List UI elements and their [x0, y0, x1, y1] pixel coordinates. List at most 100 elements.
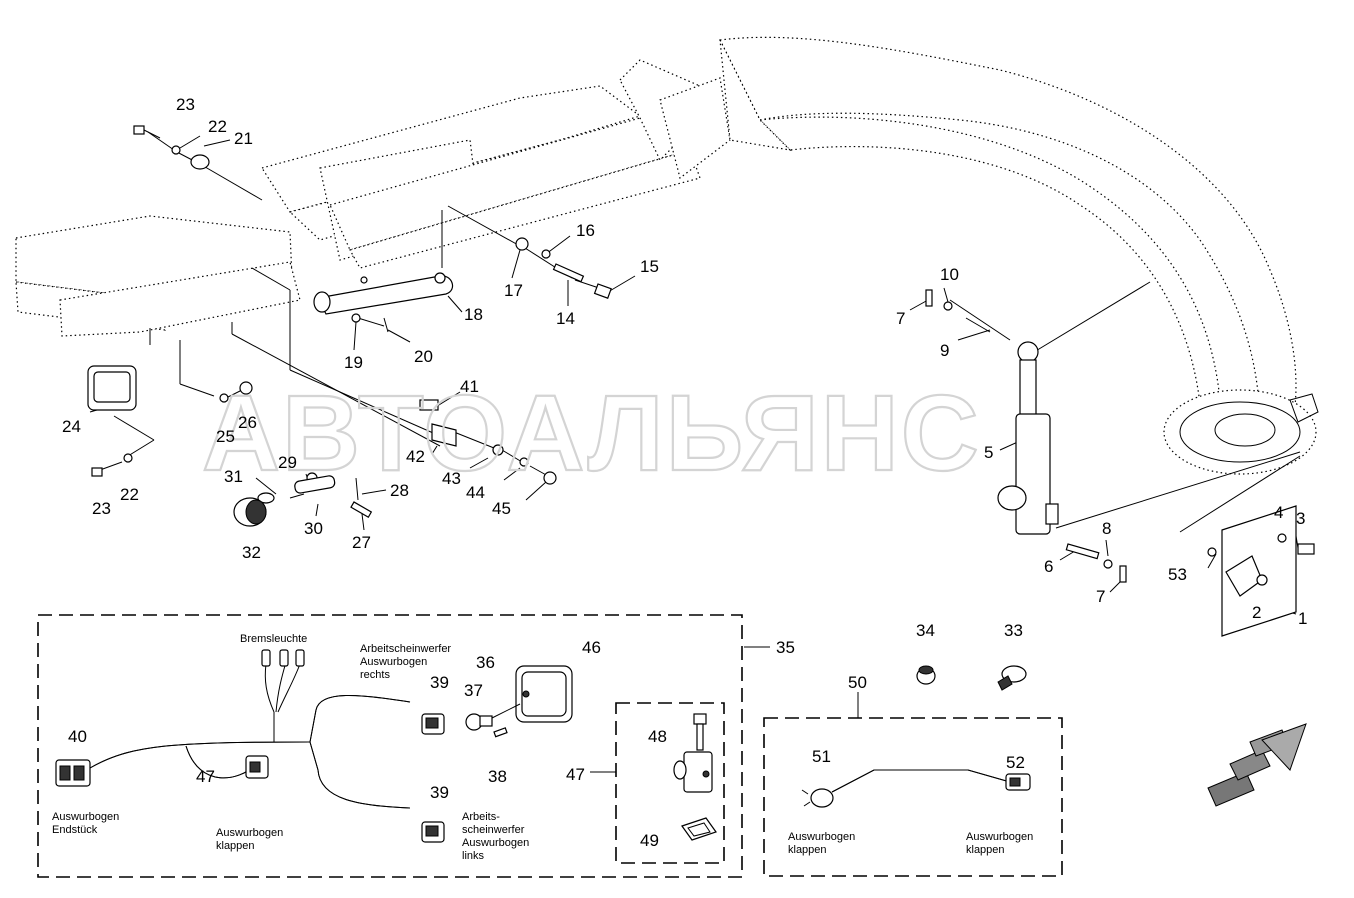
- callout-44: 44: [466, 483, 485, 502]
- callout-24: 24: [62, 417, 81, 436]
- pin-9: [965, 317, 991, 333]
- caption-klappen-socket-1: Auswurbogen: [966, 831, 1033, 843]
- knob-32: [233, 497, 267, 527]
- caption-bremsleuchte: Bremsleuchte: [240, 633, 307, 645]
- wiring-harness: [55, 649, 573, 843]
- callout-19: 19: [344, 353, 363, 372]
- caption-endstueck-1: Auswurbogen: [52, 811, 119, 823]
- callout-45: 45: [492, 499, 511, 518]
- ring-21: [190, 154, 210, 170]
- ring-31: [257, 492, 275, 504]
- nut-26: [239, 381, 253, 395]
- callout-32: 32: [242, 543, 261, 562]
- callout-51: 51: [812, 747, 831, 766]
- caption-ap-rechts-1: Arbeitscheinwerfer: [360, 643, 451, 655]
- valve-assembly: [673, 713, 717, 841]
- callout-49: 49: [640, 831, 659, 850]
- callout-47-valve: 47: [566, 765, 585, 784]
- callout-22-lower: 22: [120, 485, 139, 504]
- connector-40: [55, 759, 91, 787]
- callout-25: 25: [216, 427, 235, 446]
- cylinder-18: [313, 272, 454, 315]
- washer-53: [1207, 547, 1217, 557]
- caption-ap-links-4: links: [462, 850, 485, 862]
- pin-28: [355, 477, 359, 501]
- washer-19: [351, 313, 361, 323]
- connector-39-lower: [421, 821, 445, 843]
- callout-34: 34: [916, 621, 935, 640]
- callout-43: 43: [442, 469, 461, 488]
- washer-8: [1103, 559, 1113, 569]
- callout-18: 18: [464, 305, 483, 324]
- washer-4: [1277, 533, 1287, 543]
- callout-6: 6: [1044, 557, 1053, 576]
- callout-21: 21: [234, 129, 253, 148]
- caption-klappen-plug-2: klappen: [788, 844, 827, 856]
- callout-35: 35: [776, 638, 795, 657]
- callout-16: 16: [576, 221, 595, 240]
- callout-53: 53: [1168, 565, 1187, 584]
- caption-klappen-harness-2: klappen: [216, 840, 255, 852]
- pin-20: [383, 317, 389, 333]
- pin-14: [552, 263, 585, 283]
- callout-39-lower: 39: [430, 783, 449, 802]
- caption-ap-rechts-2: Auswurbogen: [360, 656, 427, 668]
- washer-44: [519, 457, 529, 467]
- captions: Bremsleuchte Arbeitscheinwerfer Auswurbo…: [52, 633, 1033, 862]
- callout-17: 17: [504, 281, 523, 300]
- callout-7-upper: 7: [896, 309, 905, 328]
- bolt-23-lower: [91, 467, 103, 477]
- callout-30: 30: [304, 519, 323, 538]
- plug-51: [801, 788, 834, 808]
- callout-3: 3: [1296, 509, 1305, 528]
- callout-4: 4: [1274, 503, 1283, 522]
- caption-klappen-plug-1: Auswurbogen: [788, 831, 855, 843]
- callout-numbers: 23 22 21 16 15 17 14 18 19 20 24 25 26 2…: [62, 95, 1307, 850]
- watermark: АВТОАЛЬЯНС: [202, 372, 981, 493]
- callout-14: 14: [556, 309, 575, 328]
- caption-klappen-socket-2: klappen: [966, 844, 1005, 856]
- socket-52: [1005, 773, 1031, 791]
- nut-45: [543, 471, 557, 485]
- callout-5: 5: [984, 443, 993, 462]
- callout-8: 8: [1102, 519, 1111, 538]
- gasket-49: [681, 817, 717, 841]
- callout-20: 20: [414, 347, 433, 366]
- caption-ap-links-1: Arbeits-: [462, 811, 500, 823]
- callout-26: 26: [238, 413, 257, 432]
- callout-41: 41: [460, 377, 479, 396]
- pin-6: [1065, 543, 1100, 560]
- washer-43: [492, 444, 504, 456]
- callout-46: 46: [582, 638, 601, 657]
- clamp-33: [997, 665, 1027, 691]
- callout-42: 42: [406, 447, 425, 466]
- callout-23-lower: 23: [92, 499, 111, 518]
- caption-ap-rechts-3: rechts: [360, 669, 390, 681]
- clamp-34: [916, 665, 936, 685]
- callout-47-harness: 47: [196, 767, 215, 786]
- callout-29: 29: [278, 453, 297, 472]
- bolt-23-upper: [133, 125, 161, 139]
- bolt-41: [419, 399, 439, 411]
- callout-31: 31: [224, 467, 243, 486]
- callout-39-upper: 39: [430, 673, 449, 692]
- washer-22-upper: [171, 145, 181, 155]
- callout-27: 27: [352, 533, 371, 552]
- cylinder-5: [997, 341, 1059, 535]
- washer-22-lower: [123, 453, 133, 463]
- clip-38: [493, 727, 508, 738]
- connector-39-upper: [421, 713, 445, 735]
- bolt-15: [593, 283, 612, 299]
- washer-25: [219, 393, 229, 403]
- callout-48: 48: [648, 727, 667, 746]
- caption-klappen-harness-1: Auswurbogen: [216, 827, 283, 839]
- callout-15: 15: [640, 257, 659, 276]
- callout-40: 40: [68, 727, 87, 746]
- valve-box-47: [615, 702, 725, 864]
- washer-10: [943, 301, 953, 311]
- callout-37: 37: [464, 681, 483, 700]
- callout-9: 9: [940, 341, 949, 360]
- pin-7-upper: [925, 289, 933, 307]
- callout-22: 22: [208, 117, 227, 136]
- caption-ap-links-3: Auswurbogen: [462, 837, 529, 849]
